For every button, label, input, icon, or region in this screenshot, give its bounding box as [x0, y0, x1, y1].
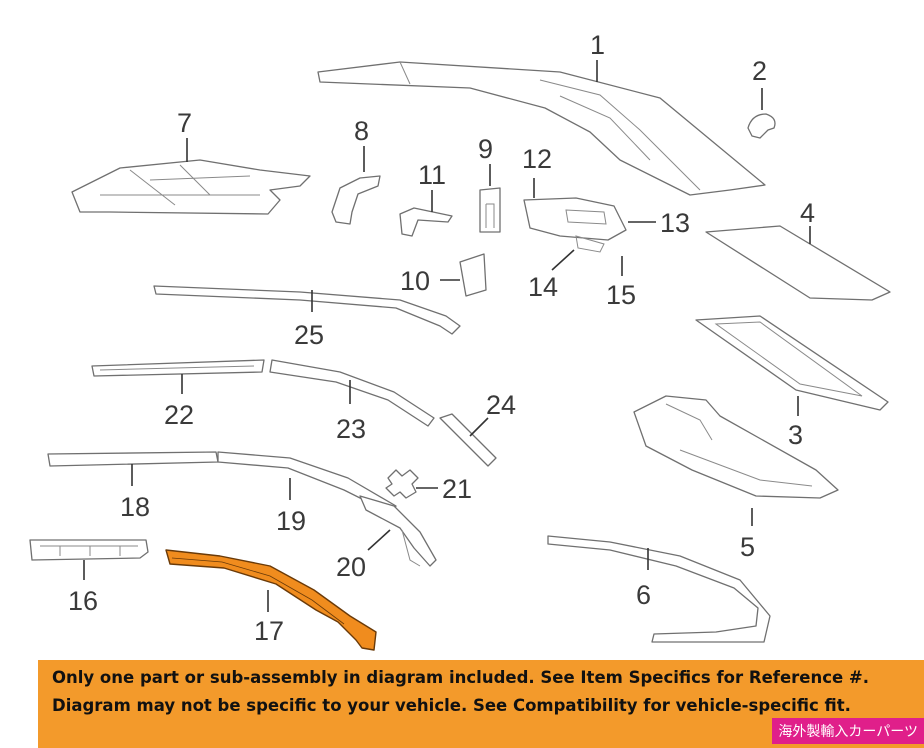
part-20-molding: 20 — [336, 495, 437, 582]
callout-15: 15 — [606, 280, 636, 310]
callout-7: 7 — [177, 108, 192, 138]
callout-12: 12 — [522, 144, 552, 174]
callout-21: 21 — [442, 474, 472, 504]
part-6-rail: 6 — [547, 535, 771, 643]
callout-25: 25 — [294, 320, 324, 350]
callout-9: 9 — [478, 134, 493, 164]
callout-17: 17 — [254, 616, 284, 646]
callout-19: 19 — [276, 506, 306, 536]
callout-18: 18 — [120, 492, 150, 522]
part-23-molding: 23 — [269, 359, 435, 444]
part-18-molding: 18 — [47, 451, 219, 522]
part-17-highlighted-molding: 17 — [165, 549, 377, 651]
banner-line-1: Only one part or sub-assembly in diagram… — [52, 668, 870, 687]
part-25-molding: 25 — [153, 285, 461, 350]
callout-20: 20 — [336, 552, 366, 582]
callout-11: 11 — [418, 160, 446, 190]
callout-22: 22 — [164, 400, 194, 430]
shop-tag: 海外製輸入カーパーツ — [772, 718, 924, 744]
part-22-molding: 22 — [91, 359, 265, 430]
part-4-glass: 4 — [705, 198, 891, 301]
part-19-molding: 19 — [217, 451, 397, 536]
part-10-cap: 10 — [400, 253, 487, 297]
callout-23: 23 — [336, 414, 366, 444]
callout-6: 6 — [636, 580, 651, 610]
part-8-bracket: 8 — [331, 116, 381, 225]
callout-1: 1 — [590, 30, 605, 60]
banner-line-2: Diagram may not be specific to your vehi… — [52, 696, 851, 715]
callout-13: 13 — [660, 208, 690, 238]
callout-16: 16 — [68, 586, 98, 616]
callout-14: 14 — [528, 272, 558, 302]
part-2-clip: 2 — [747, 56, 776, 139]
part-7-header: 7 — [71, 108, 311, 215]
callout-8: 8 — [354, 116, 369, 146]
part-9-bracket: 9 — [478, 134, 501, 233]
part-16-bracket: 16 — [29, 539, 149, 616]
banner-bar-top — [38, 660, 924, 704]
callout-10: 10 — [400, 266, 430, 296]
part-1-roof-panel: 1 — [317, 30, 766, 196]
part-12-hinge-bracket: 12 13 14 15 — [522, 144, 690, 310]
callout-4: 4 — [800, 198, 815, 228]
part-5-headliner: 5 — [633, 395, 839, 562]
part-3-frame: 3 — [695, 315, 889, 450]
callout-3: 3 — [788, 420, 803, 450]
callout-24: 24 — [486, 390, 516, 420]
part-11-bracket: 11 — [399, 160, 453, 237]
callout-5: 5 — [740, 532, 755, 562]
callout-2: 2 — [752, 56, 767, 86]
part-21-clip: 21 — [385, 469, 472, 504]
part-24-trim: 24 — [439, 390, 516, 467]
